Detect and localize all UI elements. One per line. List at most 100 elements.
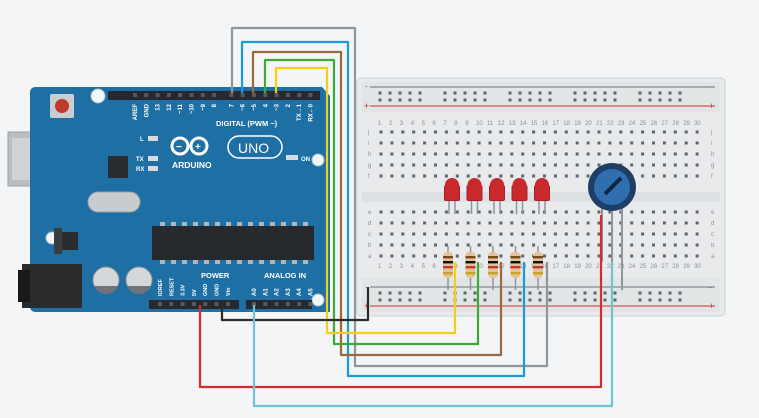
rail-hole[interactable] [613, 298, 617, 302]
breadboard-hole[interactable] [673, 232, 677, 236]
breadboard-hole[interactable] [466, 163, 470, 167]
breadboard-hole[interactable] [401, 174, 405, 178]
breadboard-hole[interactable] [543, 130, 546, 134]
breadboard-hole[interactable] [434, 163, 437, 167]
breadboard-hole[interactable] [510, 221, 514, 225]
breadboard-hole[interactable] [695, 141, 699, 145]
breadboard-hole[interactable] [553, 232, 557, 236]
breadboard-hole[interactable] [401, 152, 405, 156]
breadboard-hole[interactable] [652, 232, 655, 236]
breadboard-hole[interactable] [641, 130, 645, 134]
rail-hole[interactable] [548, 291, 552, 295]
breadboard-hole[interactable] [564, 254, 568, 258]
breadboard-hole[interactable] [412, 174, 416, 178]
led-lens[interactable] [535, 178, 549, 198]
breadboard-hole[interactable] [401, 243, 405, 247]
breadboard-hole[interactable] [434, 221, 437, 225]
breadboard-hole[interactable] [575, 254, 579, 258]
rail-hole[interactable] [473, 298, 477, 302]
rail-hole[interactable] [453, 98, 457, 102]
breadboard-hole[interactable] [673, 130, 677, 134]
breadboard-hole[interactable] [564, 163, 568, 167]
breadboard-hole[interactable] [521, 130, 525, 134]
rail-hole[interactable] [678, 98, 682, 102]
rail-hole[interactable] [658, 91, 662, 95]
rail-hole[interactable] [378, 98, 382, 102]
rail-hole[interactable] [398, 291, 402, 295]
rail-hole[interactable] [418, 291, 422, 295]
digital-pin-hole[interactable] [252, 93, 256, 97]
rail-hole[interactable] [398, 98, 402, 102]
breadboard-hole[interactable] [695, 232, 699, 236]
breadboard-hole[interactable] [619, 152, 623, 156]
breadboard-hole[interactable] [662, 210, 666, 214]
breadboard-hole[interactable] [586, 232, 590, 236]
wire-green[interactable] [263, 58, 480, 346]
breadboard-hole[interactable] [695, 210, 699, 214]
rail-hole[interactable] [593, 98, 597, 102]
breadboard-hole[interactable] [521, 243, 525, 247]
breadboard-hole[interactable] [412, 221, 416, 225]
breadboard-hole[interactable] [662, 163, 666, 167]
breadboard-hole[interactable] [423, 174, 427, 178]
breadboard-hole[interactable] [499, 243, 503, 247]
breadboard-hole[interactable] [662, 152, 666, 156]
breadboard-hole[interactable] [575, 174, 579, 178]
rail-hole[interactable] [508, 98, 512, 102]
breadboard-hole[interactable] [673, 163, 677, 167]
rail-hole[interactable] [548, 91, 552, 95]
breadboard-hole[interactable] [521, 174, 525, 178]
breadboard-hole[interactable] [673, 174, 677, 178]
breadboard-hole[interactable] [586, 174, 590, 178]
breadboard-hole[interactable] [444, 232, 448, 236]
breadboard-hole[interactable] [532, 130, 536, 134]
breadboard-hole[interactable] [695, 163, 699, 167]
breadboard-hole[interactable] [553, 130, 557, 134]
breadboard-hole[interactable] [652, 130, 655, 134]
rail-hole[interactable] [518, 91, 522, 95]
rail-hole[interactable] [408, 298, 412, 302]
power-pin-hole[interactable] [158, 302, 162, 306]
breadboard-hole[interactable] [575, 210, 579, 214]
breadboard-hole[interactable] [423, 221, 427, 225]
rail-hole[interactable] [573, 298, 577, 302]
digital-pin-hole[interactable] [133, 93, 137, 97]
breadboard-hole[interactable] [564, 221, 568, 225]
breadboard-hole[interactable] [684, 141, 688, 145]
analog-pin-hole[interactable] [263, 302, 268, 306]
breadboard-hole[interactable] [488, 163, 492, 167]
breadboard-hole[interactable] [597, 152, 601, 156]
rail-hole[interactable] [538, 91, 542, 95]
rail-hole[interactable] [638, 98, 642, 102]
breadboard-hole[interactable] [695, 243, 699, 247]
breadboard-hole[interactable] [401, 130, 405, 134]
breadboard-hole[interactable] [477, 174, 481, 178]
breadboard-hole[interactable] [455, 243, 459, 247]
breadboard-hole[interactable] [423, 243, 427, 247]
breadboard-hole[interactable] [488, 152, 492, 156]
resistor-body[interactable] [488, 252, 498, 278]
breadboard-hole[interactable] [477, 152, 481, 156]
breadboard-hole[interactable] [543, 174, 546, 178]
breadboard-hole[interactable] [532, 243, 536, 247]
rail-hole[interactable] [408, 98, 412, 102]
breadboard-hole[interactable] [684, 152, 688, 156]
breadboard-hole[interactable] [390, 163, 394, 167]
breadboard-hole[interactable] [684, 254, 688, 258]
breadboard-hole[interactable] [455, 130, 459, 134]
rail-hole[interactable] [398, 91, 402, 95]
rail-hole[interactable] [518, 291, 522, 295]
rail-hole[interactable] [668, 91, 672, 95]
wire-red[interactable] [198, 215, 603, 389]
breadboard-hole[interactable] [455, 210, 459, 214]
breadboard-hole[interactable] [510, 174, 514, 178]
breadboard-hole[interactable] [684, 243, 688, 247]
rail-hole[interactable] [583, 291, 587, 295]
resistor-body[interactable] [443, 252, 453, 278]
breadboard-hole[interactable] [543, 232, 546, 236]
breadboard-hole[interactable] [684, 163, 688, 167]
breadboard-hole[interactable] [477, 243, 481, 247]
digital-pin-hole[interactable] [200, 93, 205, 97]
breadboard-hole[interactable] [412, 243, 416, 247]
breadboard-hole[interactable] [553, 163, 557, 167]
